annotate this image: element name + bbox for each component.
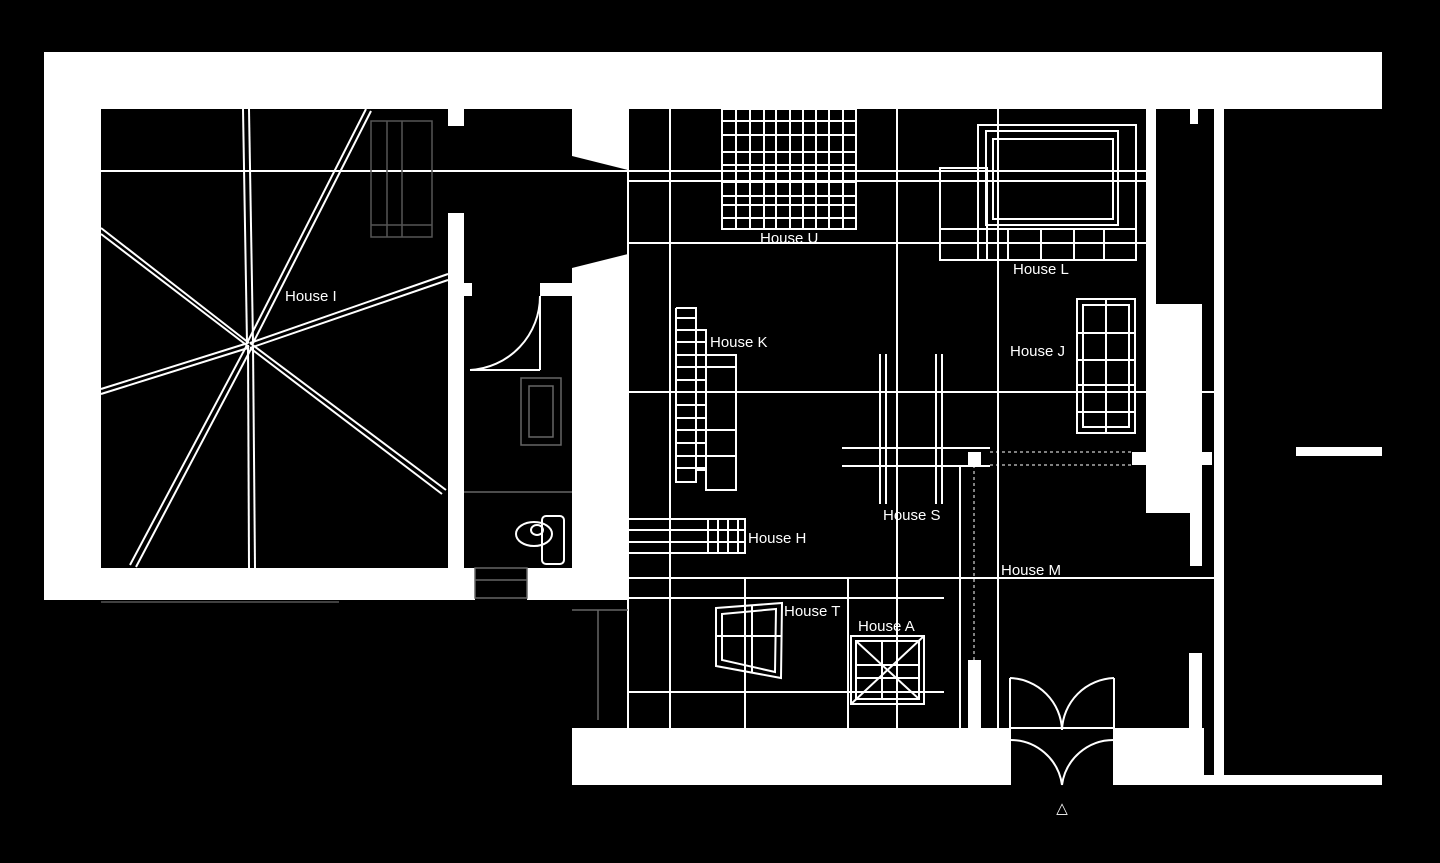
house-h-bench — [627, 518, 746, 554]
house-k-stair — [675, 307, 737, 491]
label-house-a: House A — [858, 618, 915, 635]
walls — [44, 52, 1382, 785]
house-t-frame — [715, 601, 784, 680]
entrance-doors — [1009, 677, 1115, 786]
entrance-marker-icon: △ — [1056, 800, 1068, 817]
label-house-s: House S — [883, 507, 941, 524]
house-j-shelf — [1076, 298, 1136, 434]
label-house-i: House I — [285, 288, 337, 305]
house-labels: House I House U House L House K House J … — [285, 230, 1069, 817]
house-u-lattice — [721, 108, 857, 230]
corridor-door — [469, 295, 542, 371]
house-i-radial — [100, 108, 449, 569]
label-house-t: House T — [784, 603, 840, 620]
house-l-frames — [939, 124, 1137, 261]
toilet-icon — [515, 515, 565, 565]
corridor-fixtures — [464, 377, 628, 720]
label-house-l: House L — [1013, 261, 1069, 278]
label-house-j: House J — [1010, 343, 1065, 360]
room-i-cabinet — [101, 120, 433, 603]
label-house-m: House M — [1001, 562, 1061, 579]
structure-lines — [101, 109, 1224, 728]
label-house-h: House H — [748, 530, 806, 547]
house-a-frame — [850, 635, 925, 705]
label-house-u: House U — [760, 230, 818, 247]
label-house-k: House K — [710, 334, 768, 351]
